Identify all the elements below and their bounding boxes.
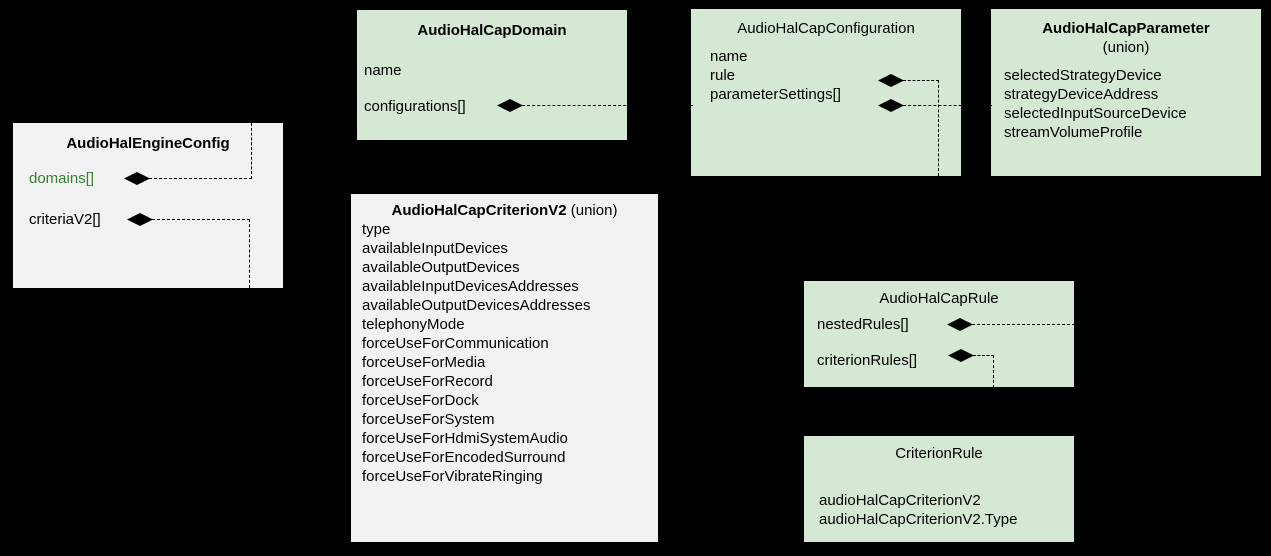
attribute-audio-hal-cap-criterion-v2-type: audioHalCapCriterionV2.Type	[819, 511, 1018, 528]
class-box-audio-hal-engine-config[interactable]: AudioHalEngineConfig domains[] criteriaV…	[13, 123, 283, 288]
connector-domains-vertical	[251, 123, 252, 179]
class-stereotype-audio-hal-cap-parameter: (union)	[1102, 39, 1150, 56]
attribute-parameter-settings: parameterSettings[]	[710, 86, 841, 103]
connector-rule-vertical	[938, 80, 939, 176]
connector-parameter-settings-entry	[683, 105, 693, 106]
connector-domains-horizontal	[149, 178, 252, 179]
connector-criteria-v2-vertical	[249, 219, 250, 288]
attribute-criteria-v2: criteriaV2[]	[29, 211, 101, 228]
class-attributes-audio-hal-cap-criterion-v2: type availableInputDevices availableOutp…	[362, 220, 590, 486]
attribute-force-use-for-system: forceUseForSystem	[362, 411, 495, 428]
attribute-criterion-rules: criterionRules[]	[817, 352, 918, 369]
class-box-audio-hal-cap-rule[interactable]: AudioHalCapRule nestedRules[] criterionR…	[804, 281, 1074, 387]
class-box-audio-hal-cap-configuration[interactable]: AudioHalCapConfiguration name rule param…	[691, 9, 961, 176]
composition-diamond-domains	[124, 172, 150, 185]
class-title-audio-hal-cap-criterion-v2: AudioHalCapCriterionV2 (union)	[351, 201, 658, 220]
class-box-audio-hal-cap-criterion-v2[interactable]: AudioHalCapCriterionV2 (union) type avai…	[351, 194, 658, 542]
composition-diamond-rule	[878, 74, 904, 87]
attribute-force-use-for-vibrate-ringing: forceUseForVibrateRinging	[362, 468, 543, 485]
class-attributes-audio-hal-cap-rule: nestedRules[] criterionRules[]	[817, 315, 917, 370]
composition-diamond-criterion-rules	[948, 349, 974, 362]
attribute-force-use-for-communication: forceUseForCommunication	[362, 335, 549, 352]
class-title-audio-hal-cap-parameter: AudioHalCapParameter	[1042, 20, 1210, 37]
attribute-available-input-devices-addresses: availableInputDevicesAddresses	[362, 278, 579, 295]
composition-diamond-criteria-v2	[127, 213, 153, 226]
attribute-force-use-for-encoded-surround: forceUseForEncodedSurround	[362, 449, 566, 466]
composition-diamond-nested-rules	[947, 318, 973, 331]
attribute-force-use-for-media: forceUseForMedia	[362, 354, 486, 371]
class-stereotype-text: (union)	[570, 202, 618, 219]
class-title-audio-hal-cap-configuration: AudioHalCapConfiguration	[737, 20, 915, 37]
attribute-force-use-for-record: forceUseForRecord	[362, 373, 493, 390]
attribute-force-use-for-dock: forceUseForDock	[362, 392, 479, 409]
attribute-strategy-device-address: strategyDeviceAddress	[1004, 86, 1159, 103]
attribute-force-use-for-hdmi-system-audio: forceUseForHdmiSystemAudio	[362, 430, 568, 447]
attribute-available-output-devices: availableOutputDevices	[362, 259, 520, 276]
connector-nested-rules-horizontal	[972, 324, 1075, 325]
attribute-audio-hal-cap-criterion-v2: audioHalCapCriterionV2	[819, 492, 981, 509]
class-title-criterion-rule: CriterionRule	[895, 445, 983, 462]
attribute-type: type	[362, 221, 391, 238]
attribute-stream-volume-profile: streamVolumeProfile	[1004, 124, 1143, 141]
attribute-domains: domains[]	[29, 170, 95, 187]
connector-criterion-rules-vertical	[993, 355, 994, 388]
class-box-audio-hal-cap-domain[interactable]: AudioHalCapDomain name configurations[]	[357, 10, 627, 140]
attribute-configurations: configurations[]	[364, 98, 466, 115]
connector-criterion-rules-horizontal	[973, 355, 994, 356]
class-box-audio-hal-cap-parameter[interactable]: AudioHalCapParameter (union) selectedStr…	[991, 9, 1261, 176]
class-attributes-audio-hal-cap-configuration: name rule parameterSettings[]	[710, 47, 841, 104]
attribute-name: name	[710, 48, 748, 65]
attribute-nested-rules: nestedRules[]	[817, 316, 909, 333]
composition-diamond-parameter-settings	[878, 99, 904, 112]
composition-diamond-configurations	[497, 99, 523, 112]
class-title-audio-hal-cap-rule: AudioHalCapRule	[879, 290, 999, 307]
class-title-audio-hal-engine-config: AudioHalEngineConfig	[66, 135, 230, 152]
attribute-rule: rule	[710, 67, 736, 84]
connector-rule-horizontal	[903, 80, 939, 81]
class-attributes-audio-hal-cap-parameter: selectedStrategyDevice strategyDeviceAdd…	[1004, 66, 1187, 142]
attribute-available-input-devices: availableInputDevices	[362, 240, 508, 257]
class-box-criterion-rule[interactable]: CriterionRule audioHalCapCriterionV2 aud…	[804, 436, 1074, 542]
attribute-available-output-devices-addresses: availableOutputDevicesAddresses	[362, 297, 591, 314]
class-title-text: AudioHalCapCriterionV2	[391, 202, 567, 219]
connector-criteria-v2-horizontal	[152, 219, 250, 220]
attribute-telephony-mode: telephonyMode	[362, 316, 465, 333]
class-attributes-audio-hal-cap-domain: name configurations[]	[364, 61, 466, 116]
connector-parameter-settings-horizontal	[903, 105, 992, 106]
class-attributes-audio-hal-engine-config: domains[] criteriaV2[]	[29, 169, 101, 229]
connector-configurations-horizontal	[522, 105, 692, 106]
attribute-selected-strategy-device: selectedStrategyDevice	[1004, 67, 1162, 84]
attribute-name: name	[364, 62, 402, 79]
attribute-selected-input-source-device: selectedInputSourceDevice	[1004, 105, 1187, 122]
class-title-audio-hal-cap-domain: AudioHalCapDomain	[417, 22, 567, 39]
class-attributes-criterion-rule: audioHalCapCriterionV2 audioHalCapCriter…	[819, 491, 1017, 529]
